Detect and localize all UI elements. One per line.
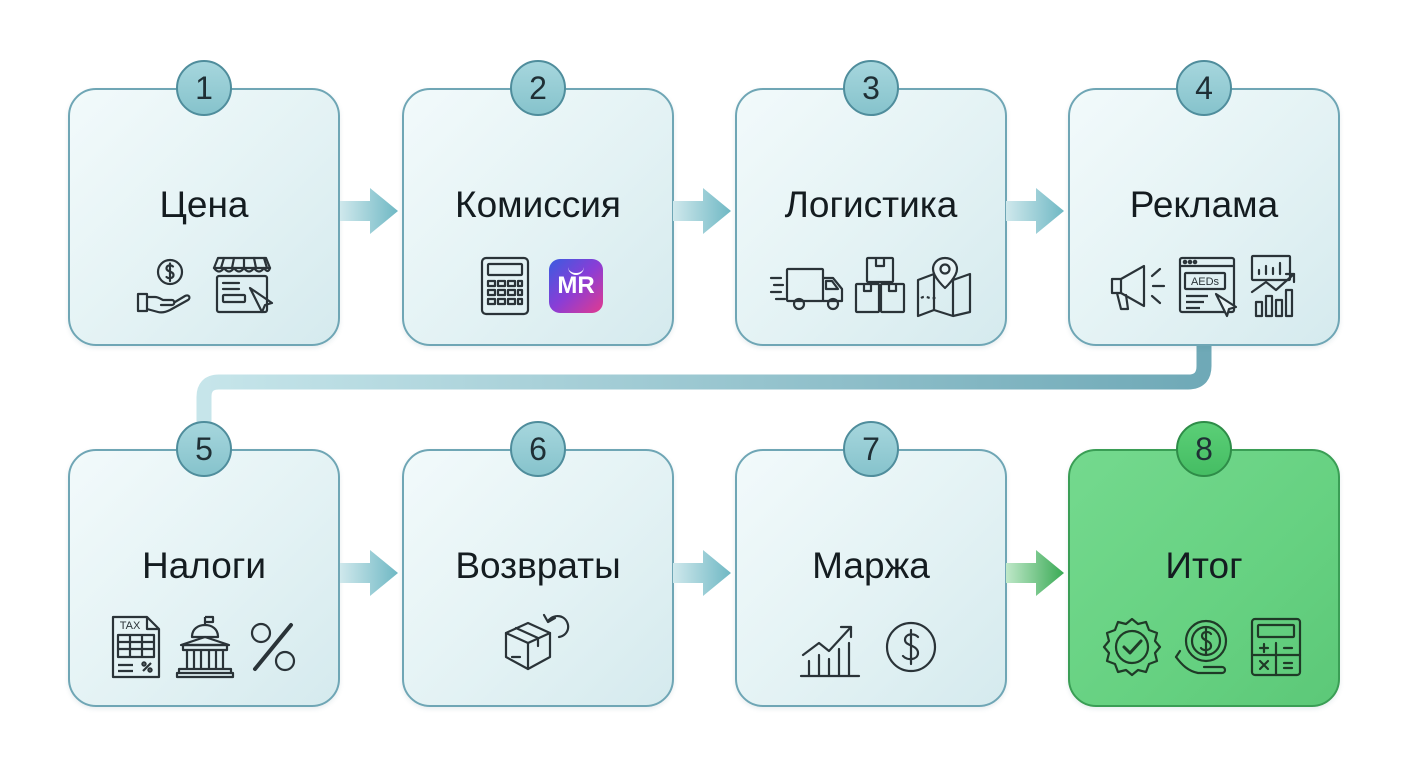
flow-arrow-final: [1006, 550, 1064, 596]
step-number-badge: 7: [843, 421, 899, 477]
step-number-badge: 5: [176, 421, 232, 477]
marketplace-logo-icon: MR: [549, 259, 603, 313]
step-card-margin: 7 Маржа: [735, 421, 1007, 707]
approved-badge-icon: [1100, 615, 1164, 679]
step-icons: [404, 609, 672, 677]
step-icons: MR: [404, 254, 672, 318]
step-icons: AEDs: [1070, 254, 1338, 318]
step-card-result: 8 Итог: [1068, 421, 1340, 707]
step-number-badge: 8: [1176, 421, 1232, 477]
step-card-taxes: 5 Налоги TAX: [68, 421, 340, 707]
flow-arrow: [1006, 188, 1064, 234]
flow-arrow: [673, 550, 731, 596]
flow-arrow: [340, 188, 398, 234]
map-pin-icon: [915, 254, 973, 318]
delivery-truck-icon: [769, 254, 845, 318]
tax-label: TAX: [120, 620, 141, 632]
step-card-price: 1 Цена: [68, 60, 340, 346]
return-box-icon: [500, 609, 576, 677]
dollar-coin-icon: [879, 615, 943, 679]
calculator-icon: [1244, 615, 1308, 679]
step-icons: [737, 254, 1005, 318]
ad-label: AEDs: [1191, 276, 1220, 288]
step-card-returns: 6 Возвраты: [402, 421, 674, 707]
step-icons: [737, 615, 1005, 679]
step-title: Реклама: [1129, 184, 1279, 225]
tax-document-icon: TAX: [109, 615, 163, 679]
percent-icon: [247, 615, 299, 679]
step-number-badge: 1: [176, 60, 232, 116]
step-number-badge: 4: [1176, 60, 1232, 116]
step-title: Логистика: [784, 184, 958, 225]
step-title: Возвраты: [455, 545, 621, 586]
flow-arrow: [340, 550, 398, 596]
megaphone-icon: [1108, 254, 1168, 318]
step-title: Налоги: [141, 545, 267, 586]
step-number-badge: 3: [843, 60, 899, 116]
ad-banner-click-icon: AEDs: [1178, 254, 1238, 318]
step-title: Итог: [1165, 545, 1243, 586]
calculator-icon: [473, 254, 537, 318]
growth-chart-icon: [1248, 254, 1300, 318]
step-icons: TAX: [70, 615, 338, 679]
flow-arrow: [673, 188, 731, 234]
storefront-click-icon: [210, 254, 274, 318]
step-icons: [1070, 615, 1338, 679]
step-title: Цена: [159, 184, 249, 225]
boxes-icon: [853, 254, 907, 318]
step-number-badge: 6: [510, 421, 566, 477]
profit-chart-icon: [799, 615, 863, 679]
step-card-logistics: 3 Логистика: [735, 60, 1007, 346]
step-number-badge: 2: [510, 60, 566, 116]
step-card-advertising: 4 Реклама AEDs: [1068, 60, 1340, 346]
money-hand-icon: [1172, 615, 1236, 679]
government-building-icon: [175, 615, 235, 679]
step-card-commission: 2 Комиссия MR: [402, 60, 674, 346]
step-icons: [70, 254, 338, 318]
step-title: Маржа: [812, 545, 930, 586]
money-hand-icon: [134, 254, 198, 318]
step-title: Комиссия: [455, 184, 621, 225]
